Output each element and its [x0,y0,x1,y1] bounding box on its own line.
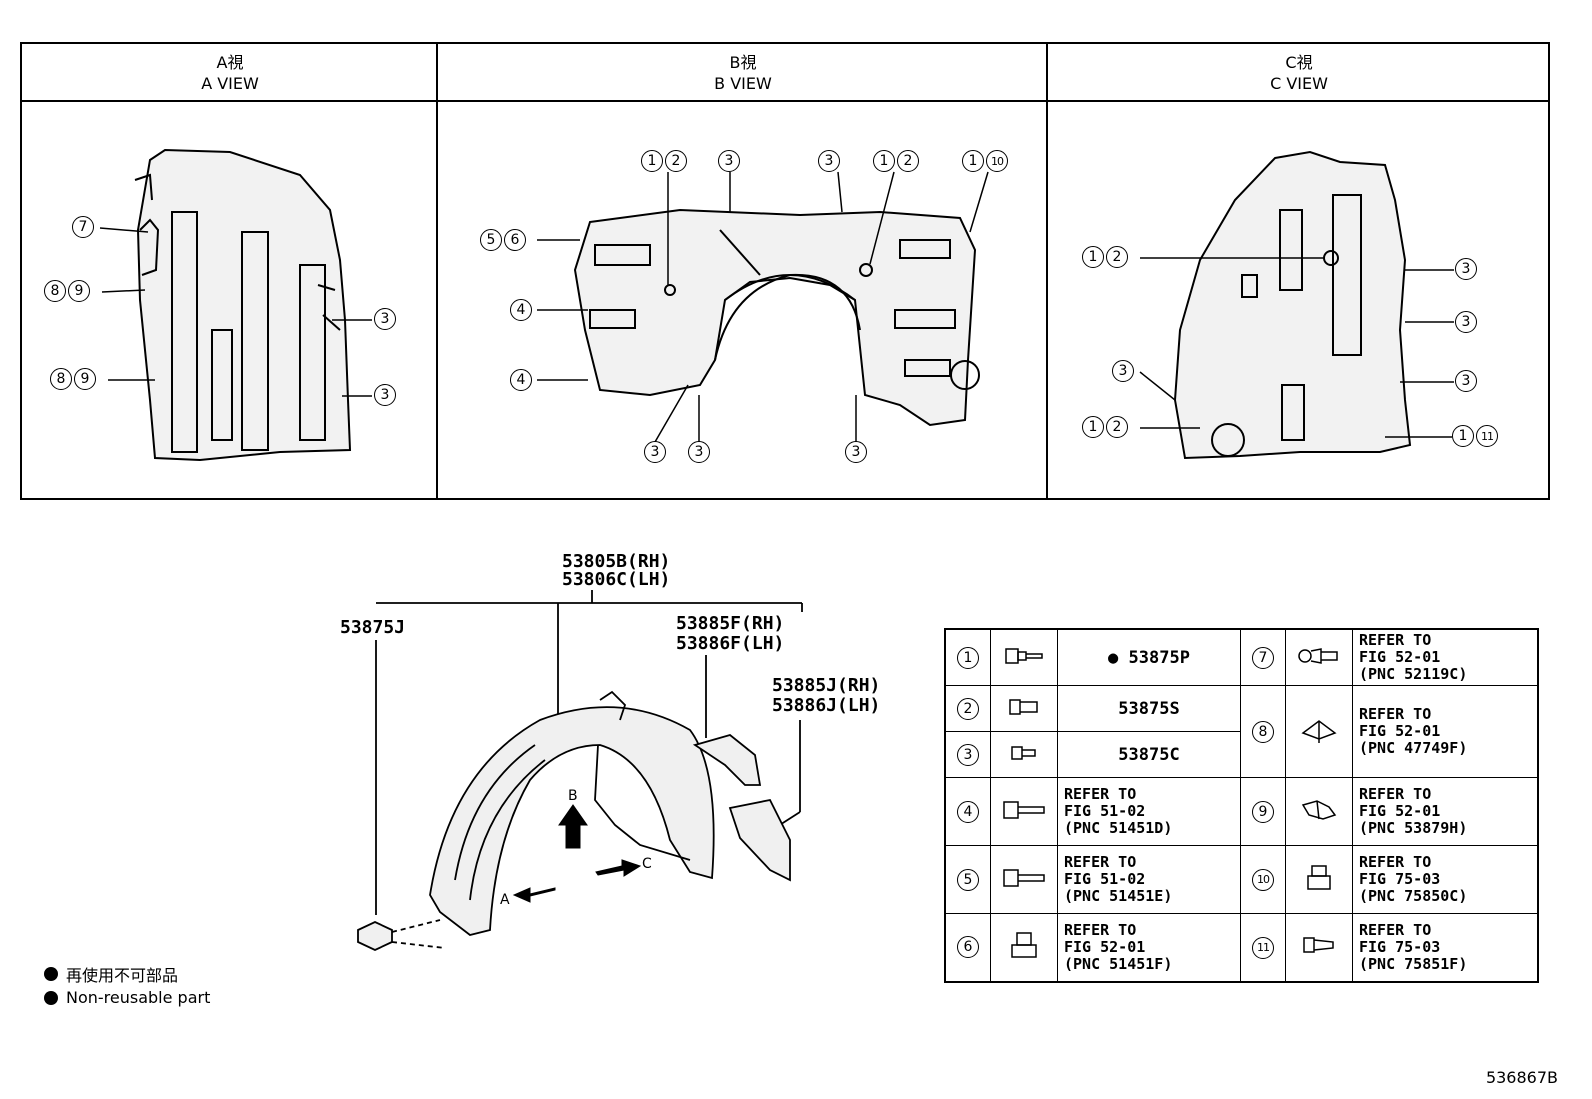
callout-3: 3 [1112,360,1134,382]
screw-icon [990,777,1058,846]
view-divider [436,44,438,498]
part-number-liner-rh: 53805B(RH) [562,551,671,572]
callout-3: 3 [644,441,666,463]
view-frame: A視 A VIEW B視 B VIEW C視 C VIEW [20,42,1550,500]
part-number-seal-j-lh: 53886J(LH) [772,695,881,716]
callout-3: 3 [818,150,840,172]
arrow-label-a: A [500,892,510,908]
callout-4: 4 [510,369,532,391]
arrow-label-c: C [642,856,652,872]
part-number-liner-lh: 53806C(LH) [562,569,671,590]
legend-part-number: 53875C [1118,744,1180,765]
screw-grommet-icon [990,628,1058,686]
rivet-icon [1285,913,1353,982]
non-reusable-bullet: ● [1108,647,1119,668]
legend-num-cell: 1 [944,628,991,686]
callout-3: 3 [1455,370,1477,392]
legend-part-cell: ● 53875P [1057,628,1241,686]
callout-3: 3 [845,441,867,463]
footnote-en: Non-reusable part [44,988,210,1007]
callout-3: 3 [374,308,396,330]
legend-num-cell: 6 [944,913,991,982]
callout-3: 3 [1455,311,1477,333]
legend-num-cell: 10 [1240,845,1286,914]
legend-num-cell: 9 [1240,777,1286,846]
view-c-header: C視 C VIEW [1048,44,1550,102]
footnote-jp: 再使用不可部品 [44,962,178,986]
callout-4: 4 [510,299,532,321]
part-number-seal-j-rh: 53885J(RH) [772,675,881,696]
arrow-label-b: B [568,788,578,804]
legend-part-number: 53875S [1118,698,1180,719]
callout-3: 3 [718,150,740,172]
callout-7: 7 [72,216,94,238]
legend-part-cell: 53875S [1057,685,1241,732]
view-b-title-en: B VIEW [714,74,772,93]
u-nut-icon [1285,845,1353,914]
view-b-header: B視 B VIEW [438,44,1048,102]
legend-num-cell: 4 [944,777,991,846]
clip-icon [990,685,1058,732]
legend-num-cell: 5 [944,845,991,914]
callout-3: 3 [374,384,396,406]
legend-num-cell: 8 [1240,685,1286,778]
nut-clip-icon [990,913,1058,982]
part-number-nut: 53875J [340,617,406,638]
view-a-title-en: A VIEW [201,74,259,93]
non-reusable-bullet [44,990,58,1005]
legend-num-cell: 7 [1240,628,1286,686]
non-reusable-bullet [44,967,58,981]
part-number-seal-f-lh: 53886F(LH) [676,633,785,654]
callout-3: 3 [1455,258,1477,280]
legend-num-cell: 2 [944,685,991,732]
push-clip-icon [1285,628,1353,686]
clip-small-icon [990,731,1058,778]
legend-num-cell: 11 [1240,913,1286,982]
callout-3: 3 [688,441,710,463]
view-c-title-jp: C視 [1285,53,1313,72]
view-a-title-jp: A視 [216,53,244,72]
screw-long-icon [990,845,1058,914]
view-divider [1046,44,1048,498]
illustration-code: 536867B [1485,1068,1558,1087]
part-number-seal-f-rh: 53885F(RH) [676,613,785,634]
legend-part-number: 53875P [1128,647,1190,668]
legend-part-cell: 53875C [1057,731,1241,778]
fastener-icon [1285,685,1353,778]
view-b-title-jp: B視 [729,53,757,72]
view-a-header: A視 A VIEW [22,44,438,102]
fastener-wing-icon [1285,777,1353,846]
legend-num-cell: 3 [944,731,991,778]
view-c-title-en: C VIEW [1270,74,1328,93]
